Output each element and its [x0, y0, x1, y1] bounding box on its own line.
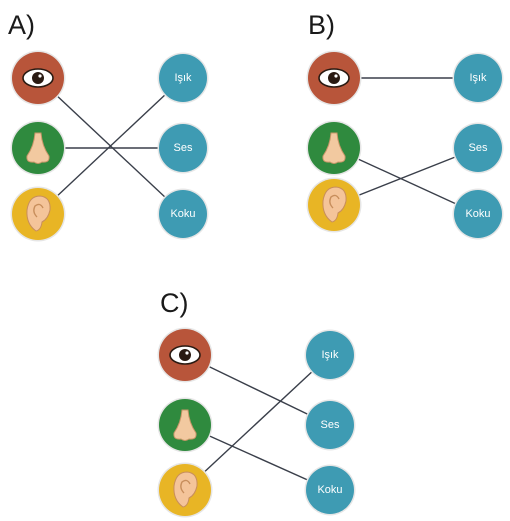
option-label: A): [8, 10, 35, 40]
target-circle: Işık: [157, 52, 209, 104]
target-label: Ses: [174, 142, 193, 154]
target-label: Koku: [170, 208, 195, 220]
target-label: Ses: [321, 419, 340, 431]
connection-ear-to-Işık: [37, 77, 184, 215]
option-label: B): [308, 10, 335, 40]
sense-column: [10, 50, 66, 242]
target-label: Koku: [317, 484, 342, 496]
target-circle: Ses: [157, 122, 209, 174]
ear-icon: [157, 462, 213, 518]
target-circle: Işık: [452, 52, 504, 104]
target-circle: Işık: [304, 329, 356, 381]
nose-icon: [10, 120, 66, 176]
target-label: Ses: [469, 142, 488, 154]
target-circle: Koku: [452, 188, 504, 240]
target-circle: Ses: [452, 122, 504, 174]
connection-ear-to-Işık: [184, 354, 331, 491]
eye-icon: [157, 327, 213, 383]
target-label: Işık: [321, 349, 339, 361]
ear-icon: [10, 186, 66, 242]
nose-icon: [157, 397, 213, 453]
option-label: C): [160, 288, 189, 318]
target-label: Işık: [174, 72, 192, 84]
eye-icon: [306, 50, 362, 106]
nose-icon: [306, 120, 362, 176]
sense-column: [306, 50, 362, 233]
target-circle: Ses: [304, 399, 356, 451]
eye-icon: [10, 50, 66, 106]
sense-column: [157, 327, 213, 518]
target-circle: Koku: [157, 188, 209, 240]
ear-icon: [306, 177, 362, 233]
target-label: Işık: [469, 72, 487, 84]
target-circle: Koku: [304, 464, 356, 516]
target-label: Koku: [465, 208, 490, 220]
